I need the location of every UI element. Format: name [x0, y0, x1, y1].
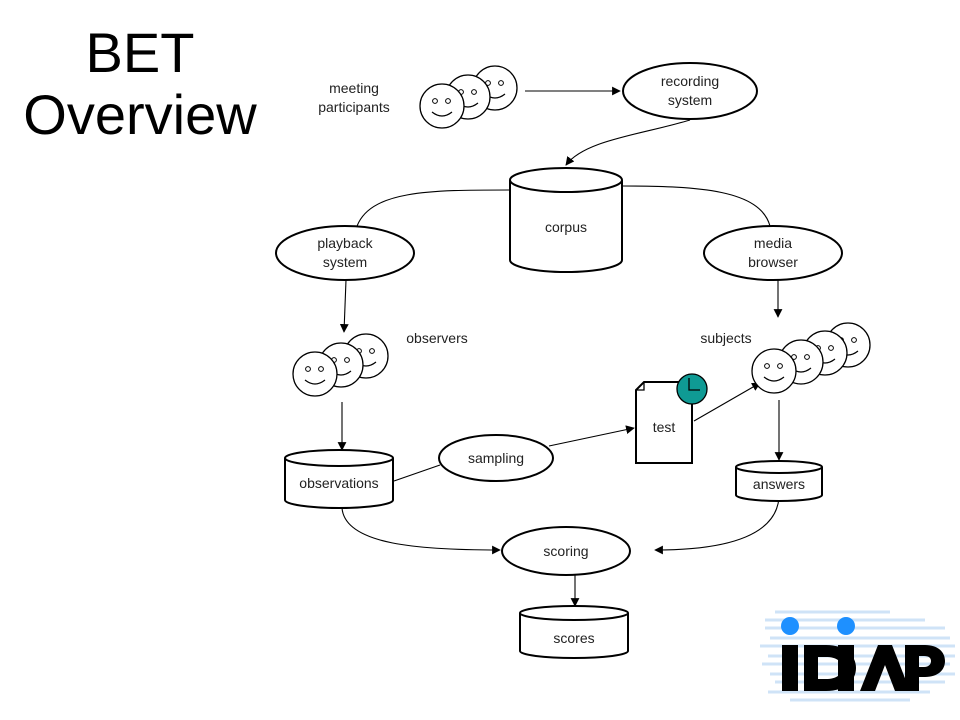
corpus-label: corpus: [545, 219, 587, 235]
logo-letters: [782, 645, 945, 691]
line-observations-to-sampling: [393, 464, 441, 482]
subjects-faces: [751, 322, 871, 394]
arrow-sampling-to-test: [548, 425, 635, 447]
scores-cylinder: scores: [519, 605, 629, 659]
line-corpus-to-playback: [355, 189, 511, 230]
playback-system-node: playback system: [275, 225, 415, 281]
media-browser-label-2: browser: [748, 254, 798, 270]
clock-icon: [676, 373, 708, 405]
media-browser-node: media browser: [703, 225, 843, 281]
logo-dot-2: [837, 617, 855, 635]
playback-system-label-2: system: [323, 254, 367, 270]
test-label: test: [653, 419, 676, 435]
scoring-label: scoring: [543, 543, 588, 559]
recording-system-label-1: recording: [661, 73, 719, 89]
playback-system-label-1: playback: [317, 235, 373, 251]
meeting-participants-label-2: participants: [318, 99, 390, 115]
sampling-label: sampling: [468, 450, 524, 466]
title-line-2: Overview: [23, 83, 257, 146]
test-document: test: [635, 381, 693, 464]
arrow-observations-to-scoring: [341, 507, 501, 555]
observers-faces: [292, 333, 389, 397]
meeting-participants-faces: [419, 65, 518, 129]
observations-label: observations: [299, 475, 378, 491]
subjects-label: subjects: [700, 330, 751, 346]
sampling-node: sampling: [438, 434, 554, 482]
recording-system-label-2: system: [668, 92, 712, 108]
logo-dot-1: [781, 617, 799, 635]
line-corpus-to-media: [621, 185, 771, 227]
media-browser-label-1: media: [754, 235, 792, 251]
scoring-node: scoring: [501, 526, 631, 576]
connectors: [337, 86, 784, 607]
observers-label: observers: [406, 330, 467, 346]
page-title: BET Overview: [20, 22, 260, 146]
arrow-answers-to-scoring: [654, 497, 780, 555]
answers-cylinder: answers: [735, 460, 823, 502]
observations-cylinder: observations: [284, 449, 394, 509]
arrow-playback-to-observers: [339, 279, 349, 333]
corpus-cylinder: corpus: [509, 167, 623, 273]
meeting-participants-label-1: meeting: [329, 80, 379, 96]
arrow-recording-to-corpus: [565, 119, 691, 166]
arrow-test-to-subjects: [693, 382, 761, 422]
scores-label: scores: [553, 630, 594, 646]
answers-label: answers: [753, 476, 805, 492]
idiap-logo: [760, 610, 955, 702]
recording-system-node: recording system: [622, 62, 758, 120]
title-line-1: BET: [85, 21, 195, 84]
